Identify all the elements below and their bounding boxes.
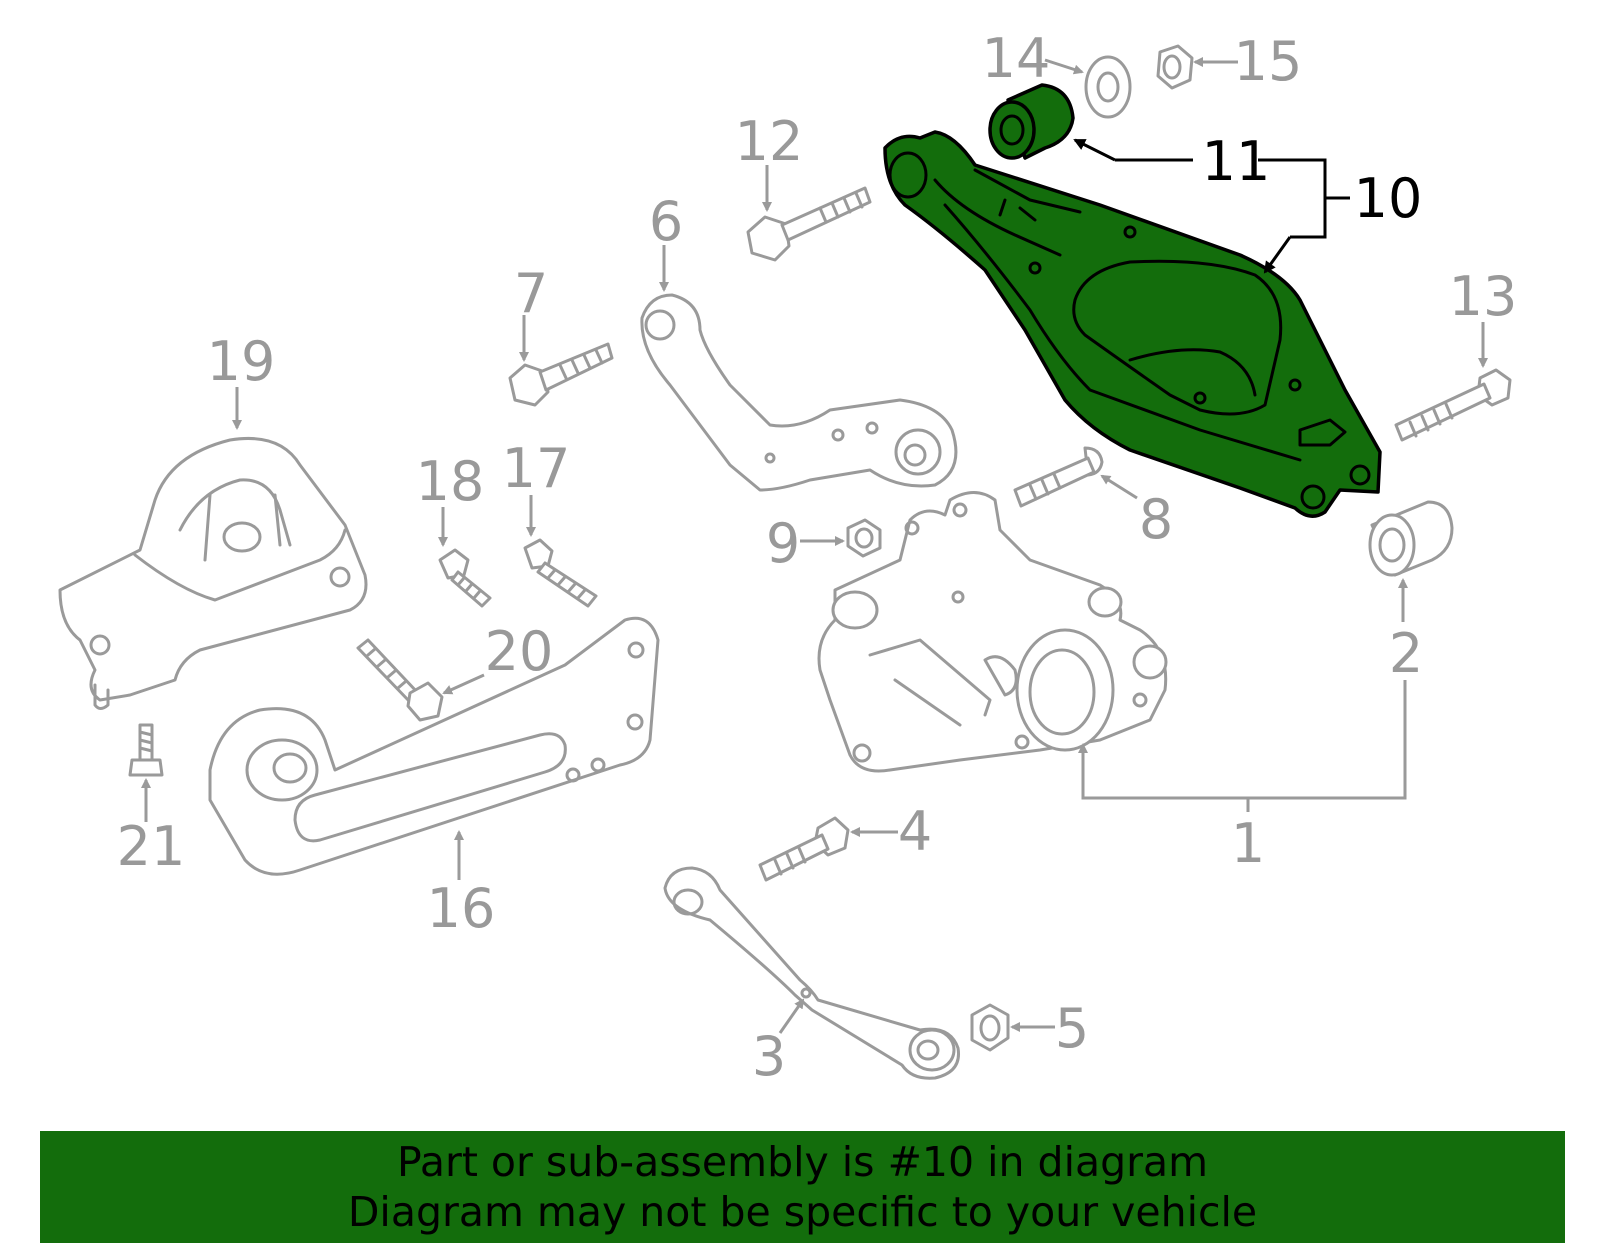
callout-20[interactable]: 20 bbox=[485, 620, 554, 683]
callout-13[interactable]: 13 bbox=[1449, 265, 1518, 328]
callout-6[interactable]: 6 bbox=[649, 190, 683, 253]
callout-4[interactable]: 4 bbox=[898, 800, 932, 863]
callout-11[interactable]: 11 bbox=[1202, 130, 1271, 193]
part-1-knuckle[interactable] bbox=[817, 491, 1168, 773]
callout-14[interactable]: 14 bbox=[982, 27, 1051, 90]
part-4-bolt[interactable] bbox=[758, 816, 850, 882]
part-13-bolt[interactable] bbox=[1394, 368, 1512, 442]
part-3-link[interactable] bbox=[663, 866, 961, 1080]
parts-diagram: 1 2 3 4 5 6 7 8 9 10 11 12 13 14 15 16 1… bbox=[58, 27, 1518, 1088]
part-15-nut[interactable] bbox=[1156, 44, 1194, 90]
part-7-bolt[interactable] bbox=[508, 342, 614, 407]
callout-3[interactable]: 3 bbox=[752, 1025, 786, 1088]
part-17-bolt[interactable] bbox=[523, 538, 598, 608]
callout-16[interactable]: 16 bbox=[427, 877, 496, 940]
callout-15[interactable]: 15 bbox=[1234, 30, 1303, 93]
part-8-bolt[interactable] bbox=[1013, 446, 1104, 508]
banner-line-part-number: Part or sub-assembly is #10 in diagram bbox=[396, 1138, 1209, 1186]
part-12-bolt[interactable] bbox=[746, 186, 872, 262]
callout-5[interactable]: 5 bbox=[1055, 997, 1089, 1060]
part-21-stud[interactable] bbox=[128, 723, 164, 777]
part-19-mount[interactable] bbox=[58, 436, 368, 710]
part-11-bushing[interactable] bbox=[988, 83, 1075, 160]
part-10-control-arm[interactable] bbox=[883, 130, 1382, 518]
callout-8[interactable]: 8 bbox=[1139, 488, 1173, 551]
callout-19[interactable]: 19 bbox=[207, 330, 276, 393]
callout-21[interactable]: 21 bbox=[117, 815, 186, 878]
callout-10[interactable]: 10 bbox=[1354, 167, 1423, 230]
leader-lines bbox=[141, 57, 1488, 1034]
callout-7[interactable]: 7 bbox=[514, 262, 548, 325]
part-18-bolt[interactable] bbox=[438, 548, 492, 608]
callout-17[interactable]: 17 bbox=[502, 437, 571, 500]
part-5-nut[interactable] bbox=[970, 1003, 1010, 1052]
callout-9[interactable]: 9 bbox=[766, 512, 800, 575]
callout-2[interactable]: 2 bbox=[1389, 622, 1423, 685]
callout-1[interactable]: 1 bbox=[1231, 812, 1265, 875]
info-banner: Part or sub-assembly is #10 in diagram D… bbox=[40, 1131, 1565, 1243]
callout-18[interactable]: 18 bbox=[416, 450, 485, 513]
part-2-bushing[interactable] bbox=[1368, 500, 1454, 577]
callout-labels: 1 2 3 4 5 6 7 8 9 10 11 12 13 14 15 16 1… bbox=[117, 27, 1518, 1088]
part-6-link[interactable] bbox=[640, 293, 958, 492]
part-20-bolt[interactable] bbox=[356, 638, 444, 722]
part-16-arm[interactable] bbox=[208, 616, 660, 876]
part-9-nut[interactable] bbox=[846, 518, 882, 558]
banner-line-disclaimer: Diagram may not be specific to your vehi… bbox=[347, 1188, 1258, 1236]
part-14-washer[interactable] bbox=[1084, 55, 1132, 119]
callout-12[interactable]: 12 bbox=[735, 110, 804, 173]
